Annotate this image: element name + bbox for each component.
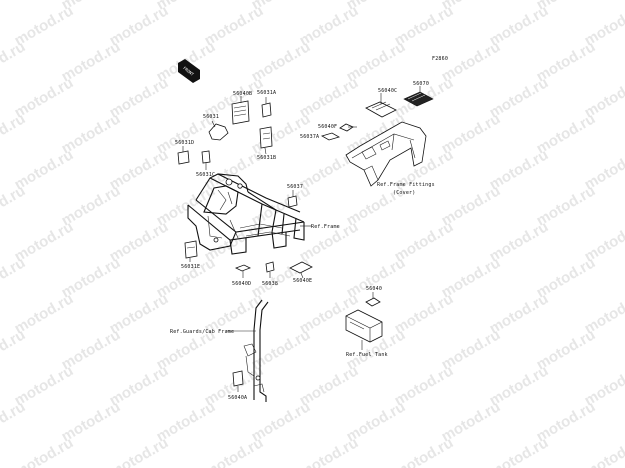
watermark-text: motod.ru [582, 434, 625, 468]
label-sticker-56040 [365, 292, 381, 307]
cab-frame-tube-part [243, 299, 269, 402]
ref-fuel-tank: Ref.Fuel Tank [346, 352, 388, 358]
part-number-56031E: 56031E [181, 264, 200, 270]
label-sticker-56040B [231, 96, 250, 125]
part-number-56040A: 56040A [228, 395, 247, 401]
part-number-56040B: 56040B [233, 91, 252, 97]
label-sticker-56040D [235, 264, 251, 278]
watermark-text: motod.ru [487, 434, 552, 468]
fuel-tank-part [345, 309, 383, 343]
label-sticker-56040F [339, 123, 357, 132]
label-sticker-56031C [201, 150, 211, 170]
ref-guards-cab-frame: Ref.Guards/Cab Frame [170, 329, 234, 335]
watermark-text: motod.ru [0, 0, 28, 13]
part-number-56031C: 56031C [196, 172, 215, 178]
part-number-56031A: 56031A [257, 90, 276, 96]
label-sticker-56031E [184, 240, 198, 262]
label-sticker-56031A [261, 97, 272, 118]
label-sticker-56031D [177, 146, 190, 165]
watermark-text: motod.ru [392, 434, 457, 468]
front-arrow-icon: FRONT [178, 59, 200, 83]
part-number-56037A: 56037A [300, 134, 319, 140]
watermark-text: motod.ru [202, 434, 267, 468]
part-number-56031D: 56031D [175, 140, 194, 146]
part-number-56040C: 56040C [378, 88, 397, 94]
label-sticker-56031 [208, 120, 229, 141]
ref-frame: Ref.Frame [311, 224, 340, 230]
part-number-56031B: 56031B [257, 155, 276, 161]
part-number-56040E: 56040E [293, 278, 312, 284]
label-sticker-56070 [403, 86, 434, 107]
watermark-text: motod.ru [107, 434, 172, 468]
watermark-text: motod.ru [12, 434, 77, 468]
label-sticker-56037A [320, 132, 341, 141]
part-number-56037: 56037 [287, 184, 303, 190]
label-sticker-56040A [232, 370, 244, 392]
label-sticker-56031B [259, 126, 273, 155]
diagram-code: F2860 [432, 56, 448, 62]
part-number-56040D: 56040D [232, 281, 251, 287]
part-number-56040F: 56040F [318, 124, 337, 130]
part-number-56038: 56038 [262, 281, 278, 287]
part-number-56031: 56031 [203, 114, 219, 120]
ref-frame-fittings: Ref.Frame Fittings [377, 182, 435, 188]
front-arrow-label: FRONT [182, 65, 195, 77]
label-sticker-56040E [289, 261, 313, 279]
watermark-text: motod.ru [297, 434, 362, 468]
part-number-56070: 56070 [413, 81, 429, 87]
part-number-56040: 56040 [366, 286, 382, 292]
ref-frame-fittings-cover: (Cover) [393, 190, 415, 196]
label-sticker-56037 [287, 190, 298, 208]
label-sticker-56038 [265, 261, 275, 278]
label-sticker-56040C [365, 93, 397, 118]
rear-cover-part [345, 121, 427, 187]
